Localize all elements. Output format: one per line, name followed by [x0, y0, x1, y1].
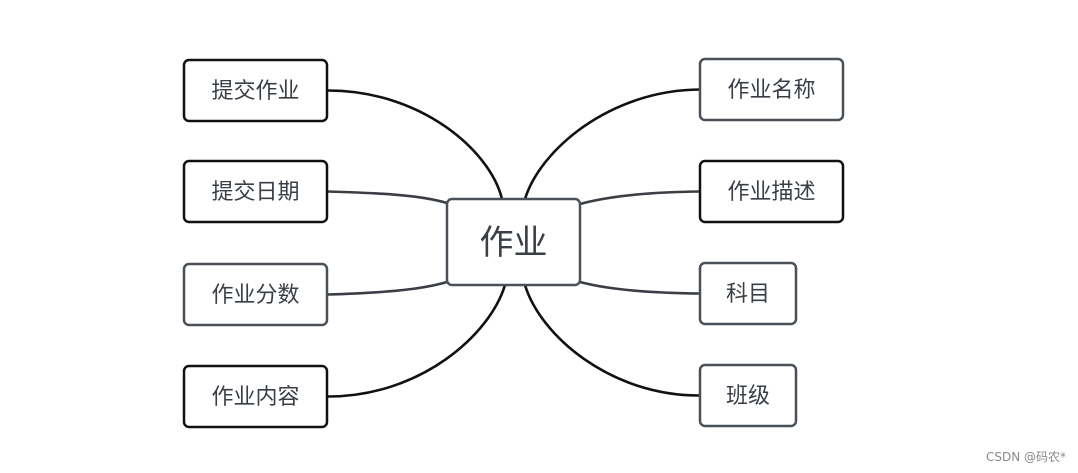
- right-node-2-label: 作业描述: [727, 180, 815, 205]
- edge-left-2: [326, 190, 448, 205]
- right-node-1-label: 作业名称: [727, 78, 815, 103]
- left-node-1[interactable]: 提交作业: [182, 58, 329, 123]
- edge-left-1: [326, 89, 504, 200]
- edge-right-4: [523, 284, 701, 397]
- right-node-2-box: [698, 159, 845, 224]
- left-node-4-box: [182, 364, 329, 429]
- right-node-1[interactable]: 作业名称: [698, 57, 845, 122]
- left-node-2-box: [182, 159, 329, 224]
- edge-right-1: [523, 88, 701, 200]
- left-node-2-label: 提交日期: [211, 180, 299, 205]
- right-node-3-label: 科目: [726, 282, 770, 307]
- right-node-4-label: 班级: [726, 384, 770, 409]
- left-node-4[interactable]: 作业内容: [182, 364, 329, 429]
- left-node-3-box: [182, 262, 329, 327]
- left-node-1-box: [182, 58, 329, 123]
- left-node-4-label: 作业内容: [211, 385, 299, 410]
- edge-right-2: [579, 190, 701, 206]
- left-node-3[interactable]: 作业分数: [182, 262, 329, 327]
- right-node-3[interactable]: 科目: [698, 261, 798, 326]
- center-node[interactable]: 作业: [445, 197, 582, 287]
- right-node-4-box: [698, 363, 798, 428]
- center-node-label: 作业: [480, 223, 548, 263]
- right-node-4[interactable]: 班级: [698, 363, 798, 428]
- right-node-2[interactable]: 作业描述: [698, 159, 845, 224]
- left-node-1-label: 提交作业: [211, 79, 299, 104]
- edges: [326, 88, 701, 398]
- edge-left-3: [326, 280, 448, 296]
- center-node-box: [445, 197, 582, 287]
- edge-left-4: [326, 284, 507, 398]
- edge-right-3: [579, 280, 701, 295]
- watermark: CSDN @码农*: [985, 450, 1066, 464]
- right-node-3-box: [698, 261, 798, 326]
- right-node-1-box: [698, 57, 845, 122]
- left-node-3-label: 作业分数: [211, 283, 299, 308]
- left-node-2[interactable]: 提交日期: [182, 159, 329, 224]
